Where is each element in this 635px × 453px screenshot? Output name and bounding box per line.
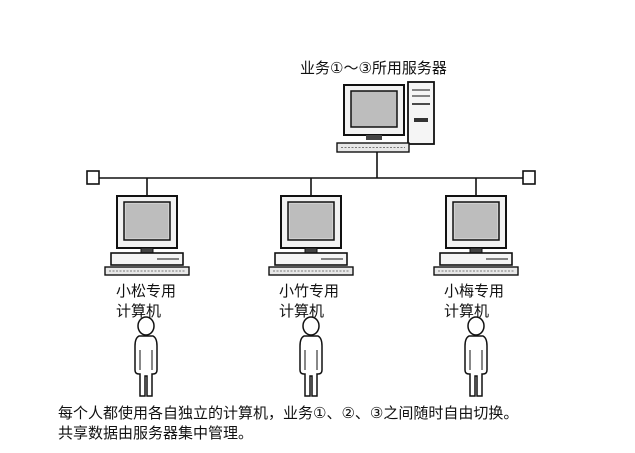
workstation-label-line1: 小竹专用 [279,282,340,300]
desktop-computer-icon [433,195,519,276]
server-title: 业务①～③所用服务器 [300,59,447,77]
diagram-caption: 每个人都使用各自独立的计算机，业务①、②、③之间随时自由切换。 共享数据由服务器… [58,403,518,443]
workstation-label-line1: 小梅专用 [444,282,505,300]
workstation-label-komatsu: 小松专用 计算机 [116,281,226,321]
person-icon [299,316,323,397]
person-icon [134,316,158,397]
network-terminator-icon [522,170,536,185]
workstation-label-line2: 计算机 [444,302,490,320]
workstation-label-line2: 计算机 [279,302,325,320]
caption-line2: 共享数据由服务器集中管理。 [58,424,254,442]
workstation-label-line2: 计算机 [116,302,162,320]
workstation-label-koume: 小梅专用 计算机 [444,281,554,321]
server-computer-icon [336,81,435,153]
network-terminator-icon [86,170,100,185]
caption-line1: 每个人都使用各自独立的计算机，业务①、②、③之间随时自由切换。 [58,404,519,422]
desktop-computer-icon [104,195,190,276]
workstation-label-kotake: 小竹专用 计算机 [279,281,389,321]
person-icon [464,316,488,397]
desktop-computer-icon [268,195,354,276]
workstation-label-line1: 小松专用 [116,282,177,300]
